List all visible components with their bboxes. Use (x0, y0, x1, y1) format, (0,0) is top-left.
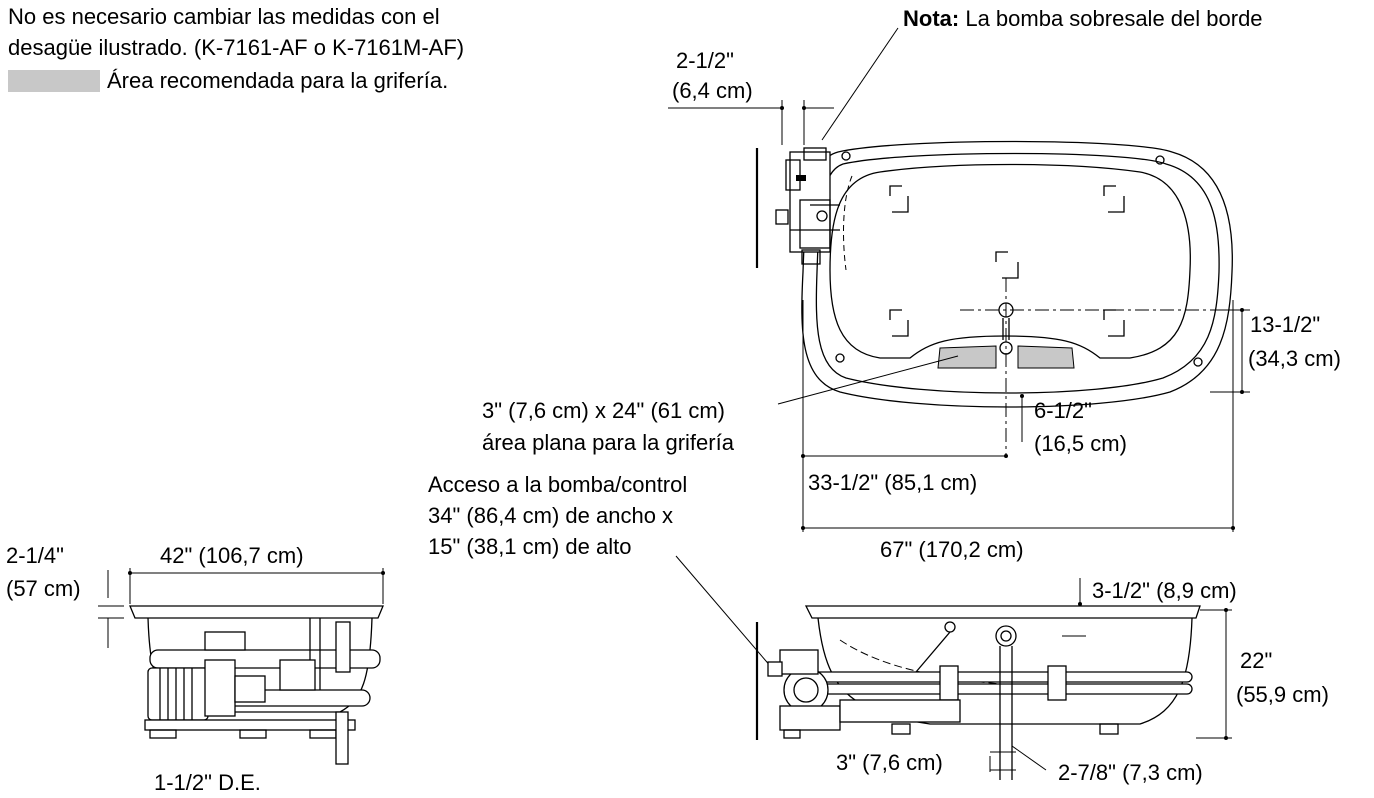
corner-grip (835, 353, 845, 363)
dim-drain-offset: 3" (7,6 cm) (836, 750, 943, 775)
pump-note-leader (821, 27, 899, 141)
faucet-area-right (1017, 345, 1075, 369)
dim-length: 67" (170,2 cm) (880, 537, 1024, 562)
faucet-area-left (937, 345, 997, 369)
dim-rim-cm: (57 cm) (6, 576, 81, 601)
tub-bowl (829, 163, 1191, 359)
dim-pump-projection-in: 2-1/2" (676, 48, 734, 73)
pump-assembly-top (775, 147, 840, 265)
dim-pump-projection-cm: (6,4 cm) (672, 78, 753, 103)
notes-block: No es necesario cambiar las medidas con … (8, 4, 464, 93)
legend-label: Área recomendada para la grifería. (107, 68, 448, 93)
corner-grip (1155, 155, 1165, 165)
bowl-hidden-edge (843, 175, 853, 271)
dim-center-in: 6-1/2" (1034, 398, 1092, 423)
dim-drain-in: 13-1/2" (1250, 312, 1320, 337)
drain-pipe-end (335, 711, 349, 765)
flat-area-label-2: área plana para la grifería (482, 430, 735, 455)
end-rim (129, 605, 384, 619)
dim-center-cm: (16,5 cm) (1034, 431, 1127, 456)
dim-height-cm: (55,9 cm) (1236, 682, 1329, 707)
dim-width: 42" (106,7 cm) (160, 543, 304, 568)
pump-motor (147, 667, 209, 721)
side-rim (804, 605, 1201, 619)
dim-drain-dist: 2-7/8" (7,3 cm) (1058, 760, 1203, 785)
corner-grip (1193, 357, 1203, 367)
dim-drain-od: 1-1/2" D.E. (154, 770, 261, 795)
jet-markers (889, 185, 1125, 337)
dim-drain-cm: (34,3 cm) (1248, 346, 1341, 371)
top-view: Nota: La bomba sobresale del borde (482, 6, 1341, 562)
side-view: 3-1/2" (8,9 cm) 22" (55,9 cm) 3" (7,6 cm… (755, 578, 1329, 785)
access-note: Acceso a la bomba/control 34" (86,4 cm) … (428, 472, 773, 669)
flat-area-leader (777, 355, 959, 405)
corner-grip (841, 151, 851, 161)
note-line-2: desagüe ilustrado. (K-7161-AF o K-7161M-… (8, 35, 464, 60)
access-line-2: 34" (86,4 cm) de ancho x (428, 503, 673, 528)
dim-rim-in: 2-1/4" (6, 543, 64, 568)
access-line-3: 15" (38,1 cm) de alto (428, 534, 631, 559)
dim-half: 33-1/2" (85,1 cm) (808, 470, 977, 495)
dim-side-rim: 3-1/2" (8,9 cm) (1092, 578, 1237, 603)
legend-swatch (8, 70, 100, 92)
flat-area-label-1: 3" (7,6 cm) x 24" (61 cm) (482, 398, 725, 423)
dim-drain-leader (1011, 745, 1047, 771)
note-line-1: No es necesario cambiar las medidas con … (8, 4, 440, 29)
end-view: 42" (106,7 cm) 2-1/4" (57 cm) (6, 543, 385, 795)
tub-rim-outer (801, 140, 1233, 408)
access-line-1: Acceso a la bomba/control (428, 472, 687, 497)
dim-height-in: 22" (1240, 648, 1272, 673)
tub-rim-inner (815, 152, 1220, 394)
pump-note: Nota: La bomba sobresale del borde (903, 6, 1263, 31)
